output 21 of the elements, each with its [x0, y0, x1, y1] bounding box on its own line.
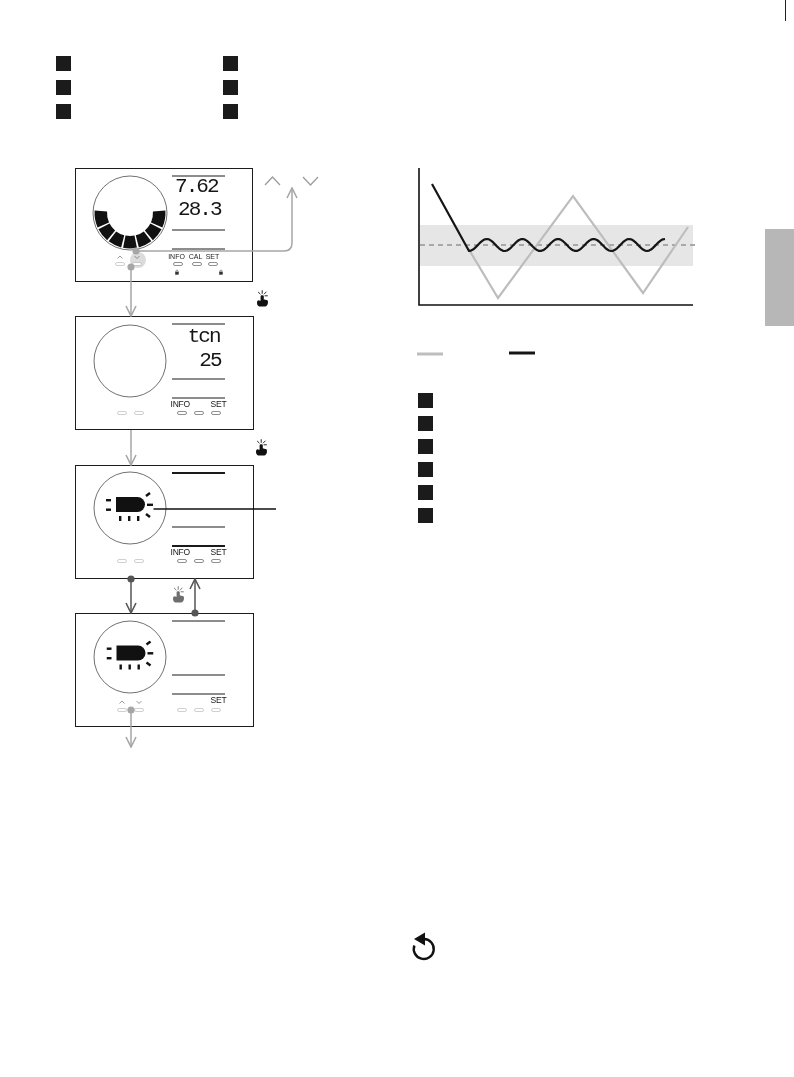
arrow [132, 187, 298, 255]
arrow [189, 578, 201, 617]
arrow [125, 429, 137, 466]
lcd-reading: 7.62 [175, 176, 218, 197]
lamp-icon [106, 492, 153, 522]
lcd-reading: tcn [187, 326, 220, 347]
lcd-reading: 25 [199, 350, 221, 371]
display-screen [75, 465, 254, 579]
display-screen [75, 613, 254, 727]
lcd-reading: 28.3 [178, 199, 221, 220]
key-label: SET [210, 400, 227, 409]
key-label: INFO [170, 400, 190, 409]
leader-line [152, 508, 277, 510]
key-label: SET [210, 696, 227, 705]
display-screen [75, 168, 253, 282]
arrow [125, 575, 137, 614]
key-label: INFO [170, 548, 190, 557]
arrow [125, 263, 137, 317]
display-screen [75, 316, 254, 430]
key-label: SET [210, 548, 227, 557]
arrow [125, 706, 137, 748]
